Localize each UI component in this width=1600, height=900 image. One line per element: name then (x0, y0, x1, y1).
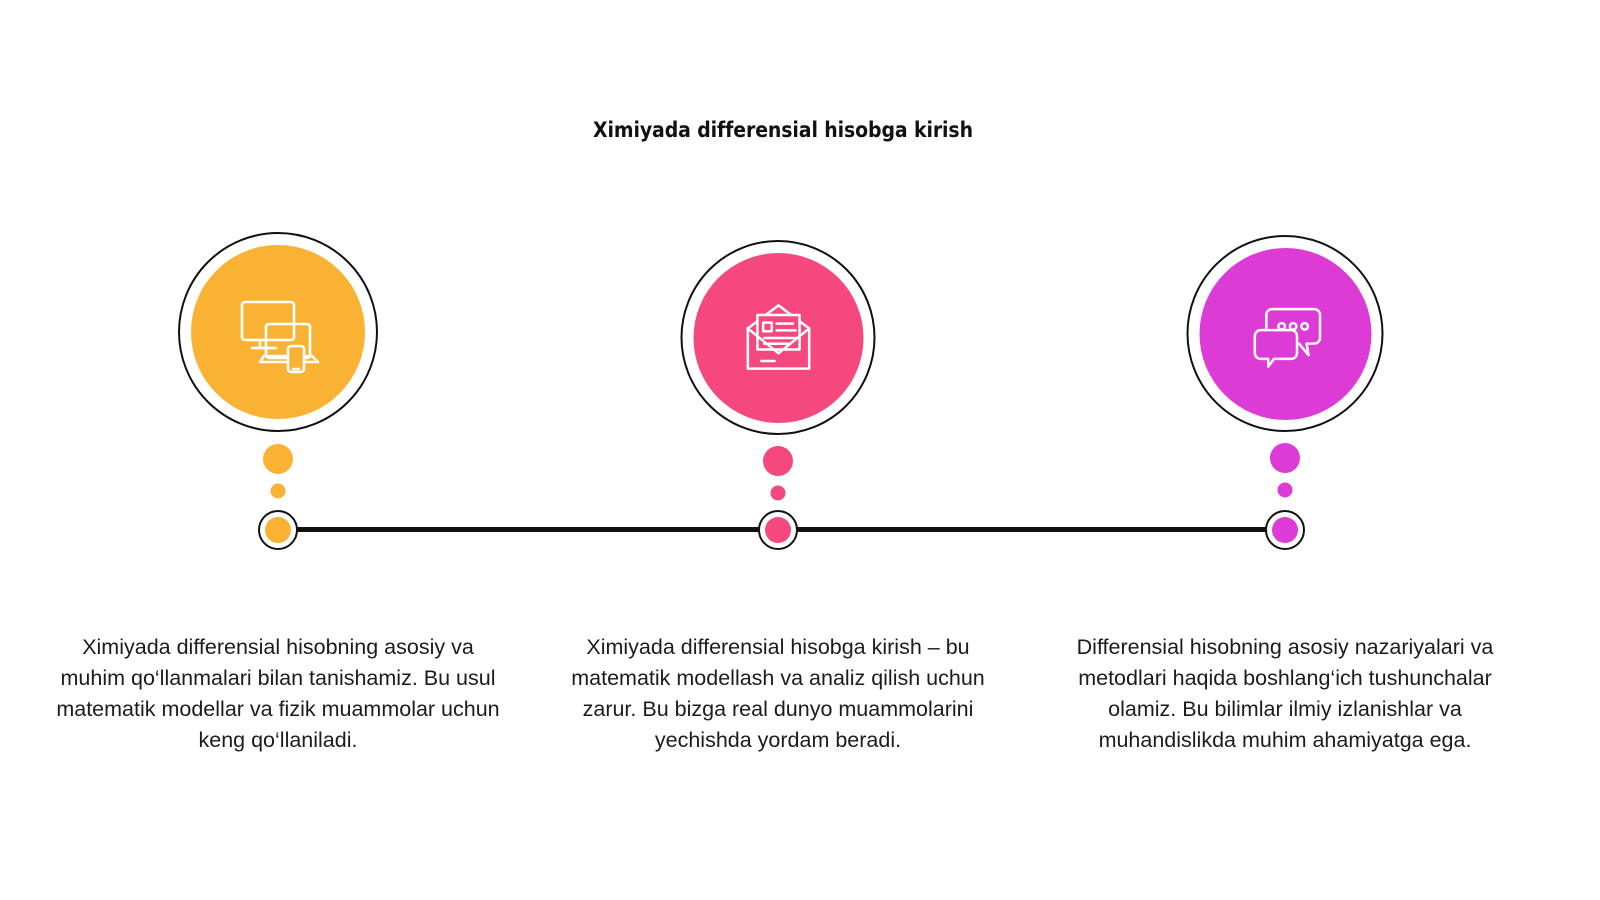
step-3-icon-circle[interactable] (1186, 235, 1384, 432)
open-envelope-icon (746, 303, 810, 370)
step-2-description: Ximiyada differensial hisobga kirish – b… (571, 635, 985, 752)
step-2-icon-disc (693, 252, 863, 423)
devices-icon (240, 300, 320, 374)
step-3-connector-dot-small (1277, 482, 1293, 498)
page-title: Ximiyada differensial hisobga kirish (593, 118, 973, 142)
step-1-icon-circle[interactable] (178, 232, 378, 432)
step-3-node-core (1272, 517, 1298, 543)
step-1-description: Ximiyada differensial hisobning asosiy v… (56, 635, 500, 752)
step-2-node-core (765, 517, 791, 543)
step-1-connector-dot-large (263, 444, 293, 474)
step-3-connector-dot-large (1270, 443, 1300, 473)
step-1-timeline-node[interactable] (258, 510, 298, 550)
step-3-timeline-node[interactable] (1265, 510, 1305, 550)
chat-bubbles-icon (1253, 307, 1321, 368)
step-2-timeline-node[interactable] (758, 510, 798, 550)
step-1-node-core (265, 517, 291, 543)
step-2-icon-circle[interactable] (680, 240, 876, 435)
step-2-connector-dot-large (763, 446, 793, 476)
step-3-description: Differensial hisobning asosiy nazariyala… (1076, 635, 1494, 752)
step-2-connector-dot-small (770, 485, 786, 501)
step-3-icon-disc (1199, 247, 1371, 420)
step-1-connector-dot-small (270, 483, 286, 499)
step-1-icon-disc (191, 245, 365, 419)
